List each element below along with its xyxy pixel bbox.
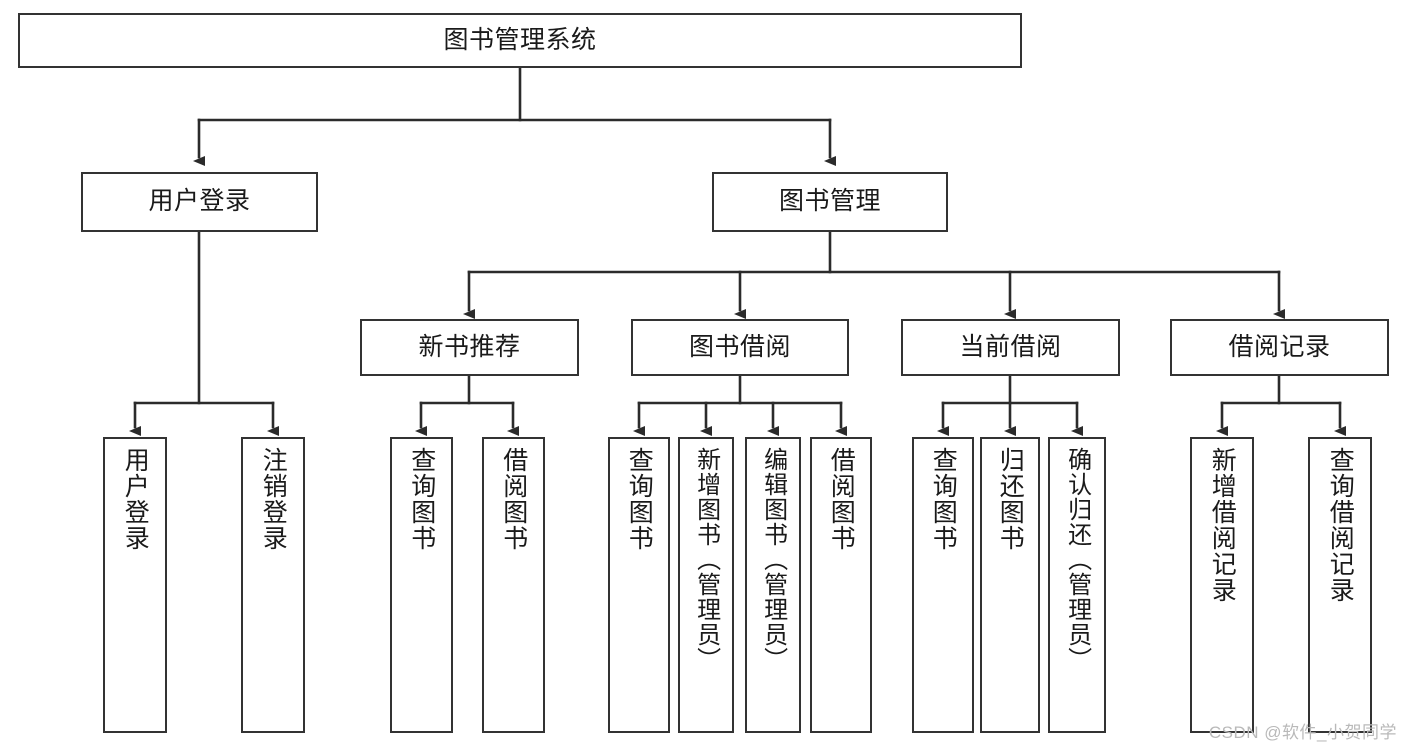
node-leaf-add-book-admin[interactable]: 新增图书（管理员） [678, 437, 734, 733]
node-label: 新增借阅记录 [1208, 447, 1237, 603]
node-new-book-recommendation[interactable]: 新书推荐 [360, 319, 579, 376]
node-label: 查询图书 [929, 447, 958, 551]
node-leaf-confirm-return-admin[interactable]: 确认归还（管理员） [1048, 437, 1106, 733]
node-borrow-record[interactable]: 借阅记录 [1170, 319, 1389, 376]
node-label: 借阅图书 [499, 447, 528, 551]
node-label: 确认归还（管理员） [1063, 447, 1091, 672]
node-label: 新书推荐 [418, 332, 521, 361]
node-leaf-user-login[interactable]: 用户登录 [103, 437, 167, 733]
node-label: 借阅记录 [1228, 332, 1331, 361]
node-leaf-edit-book-admin[interactable]: 编辑图书（管理员） [745, 437, 801, 733]
node-leaf-borrow-book-1[interactable]: 借阅图书 [482, 437, 545, 733]
node-label: 图书借阅 [688, 332, 791, 361]
node-leaf-add-borrow-record[interactable]: 新增借阅记录 [1190, 437, 1254, 733]
node-label: 查询图书 [625, 447, 654, 551]
node-label: 新增图书（管理员） [692, 447, 720, 672]
node-leaf-query-book-2[interactable]: 查询图书 [608, 437, 670, 733]
node-leaf-return-book[interactable]: 归还图书 [980, 437, 1040, 733]
node-label: 查询借阅记录 [1326, 447, 1355, 603]
node-leaf-query-book-3[interactable]: 查询图书 [912, 437, 974, 733]
node-leaf-query-borrow-record[interactable]: 查询借阅记录 [1308, 437, 1372, 733]
node-label: 图书管理 [778, 187, 881, 216]
node-root-book-management-system[interactable]: 图书管理系统 [18, 13, 1022, 68]
node-leaf-borrow-book-2[interactable]: 借阅图书 [810, 437, 872, 733]
node-label: 借阅图书 [827, 447, 856, 551]
node-label: 用户登录 [121, 447, 150, 551]
node-book-manage[interactable]: 图书管理 [712, 172, 948, 232]
node-label: 用户登录 [148, 187, 251, 216]
node-label: 编辑图书（管理员） [759, 447, 787, 672]
node-current-borrow[interactable]: 当前借阅 [901, 319, 1120, 376]
node-user-login[interactable]: 用户登录 [81, 172, 318, 232]
node-leaf-logout-login[interactable]: 注销登录 [241, 437, 305, 733]
node-book-borrow[interactable]: 图书借阅 [631, 319, 849, 376]
node-label: 查询图书 [407, 447, 436, 551]
node-label: 注销登录 [259, 447, 288, 551]
node-label: 归还图书 [996, 447, 1025, 551]
node-label: 图书管理系统 [443, 25, 597, 54]
node-leaf-query-book-1[interactable]: 查询图书 [390, 437, 453, 733]
node-label: 当前借阅 [959, 332, 1062, 361]
